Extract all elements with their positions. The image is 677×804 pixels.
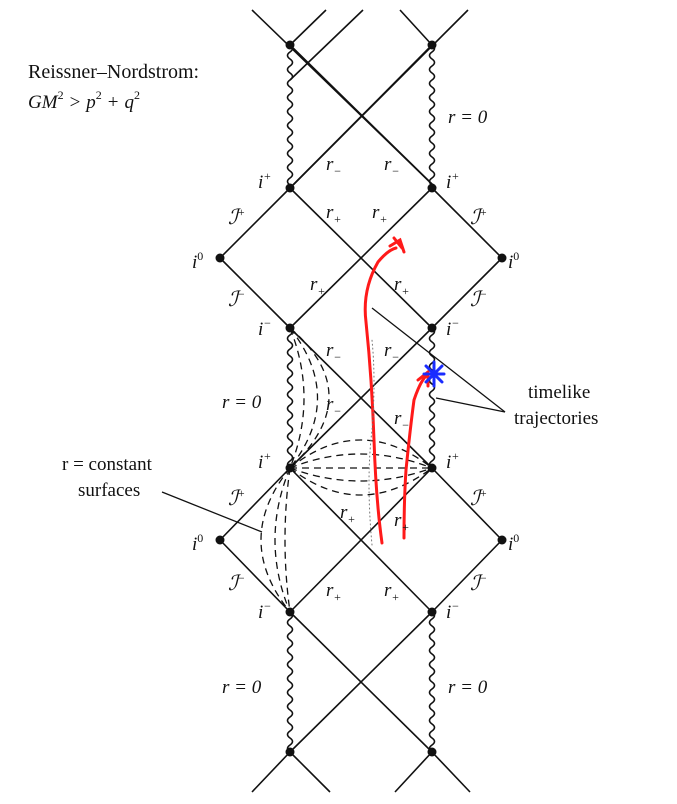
scri-minus-label: ℐ− (470, 571, 487, 595)
r-plus-label: r+ (326, 202, 342, 226)
i-plus-label: i+ (258, 169, 271, 193)
r0-label-bottom-left: r = 0 (222, 677, 262, 698)
i-minus-label: i− (258, 599, 271, 623)
condition-formula: GM2>p2+q2 (28, 88, 140, 113)
scri-minus-label: ℐ− (470, 287, 487, 311)
i-plus-label: i+ (446, 169, 459, 193)
diagram-title: Reissner–Nordstrom: (28, 61, 199, 83)
singularity-wavy-line (428, 611, 436, 753)
timelike-annotation-line1: timelike (528, 382, 590, 403)
r-minus-label: r− (394, 408, 410, 432)
r-minus-label: r− (384, 340, 400, 364)
r-plus-label: r+ (326, 580, 342, 604)
i-zero-label: i0 (508, 531, 519, 555)
r0-label-top-right: r = 0 (448, 107, 488, 128)
i-plus-label: i+ (258, 449, 271, 473)
scri-plus-label: ℐ+ (228, 205, 245, 229)
i-plus-label: i+ (446, 449, 459, 473)
timelike-annotation-line2: trajectories (514, 408, 598, 429)
singularity-wavy-line (286, 44, 294, 191)
r-minus-label: r− (326, 340, 342, 364)
scri-plus-label: ℐ+ (228, 486, 245, 510)
singularity-lines (286, 44, 436, 753)
r0-label-mid-left: r = 0 (222, 392, 262, 413)
r-plus-label: r+ (384, 580, 400, 604)
scri-plus-label: ℐ+ (470, 486, 487, 510)
scri-plus-label: ℐ+ (470, 205, 487, 229)
r0-label-bottom-right: r = 0 (448, 677, 488, 698)
r-constant-annotation-line1: r = constant (62, 454, 153, 475)
singularity-wavy-line (286, 611, 294, 753)
r-minus-label: r− (326, 154, 342, 178)
singularity-wavy-line (286, 327, 294, 469)
i-minus-label: i− (446, 316, 459, 340)
r-minus-label: r− (326, 394, 342, 418)
trajectory-2 (402, 374, 428, 540)
trajectory-1-arrow (388, 236, 406, 254)
i-minus-label: i− (258, 316, 271, 340)
i-zero-label: i0 (192, 531, 203, 555)
i-minus-label: i− (446, 599, 459, 623)
r-plus-label: r+ (372, 202, 388, 226)
nodes (215, 40, 507, 757)
singularity-wavy-line (428, 327, 436, 469)
i-zero-label: i0 (192, 249, 203, 273)
r-plus-label: r+ (394, 274, 410, 298)
r-constant-annotation-line2: surfaces (78, 480, 140, 501)
scri-minus-label: ℐ− (228, 287, 245, 311)
annotation-pointers (161, 307, 506, 533)
r-minus-label: r− (384, 154, 400, 178)
blue-marker (422, 360, 446, 388)
scri-minus-label: ℐ− (228, 571, 245, 595)
r-plus-label: r+ (340, 502, 356, 526)
r-plus-label: r+ (394, 510, 410, 534)
i-zero-label: i0 (508, 249, 519, 273)
singularity-wavy-line (428, 44, 436, 191)
r-plus-label: r+ (310, 274, 326, 298)
trajectory-1 (363, 246, 398, 545)
trajectory-dotted (368, 339, 375, 546)
r-constant-surfaces (260, 327, 433, 613)
